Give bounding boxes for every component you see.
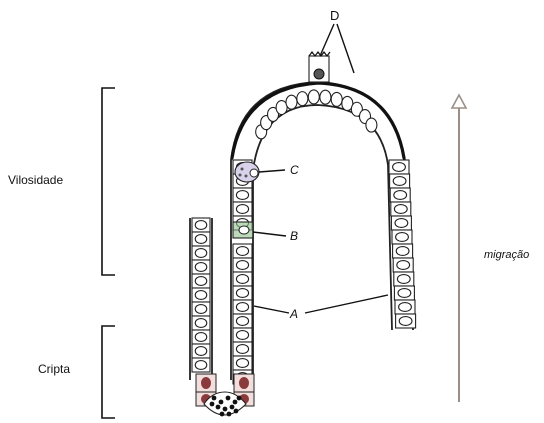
epithelial-cell [233, 286, 252, 300]
epithelial-cell [391, 202, 411, 216]
label-d-leader-left [320, 24, 334, 56]
epithelial-cell [192, 232, 210, 246]
epithelial-cell [392, 230, 412, 244]
stem-cell-nucleus [219, 400, 224, 405]
stem-cell-nucleus [227, 412, 232, 417]
epithelial-cell [192, 274, 210, 288]
stem-cell-nucleus [210, 402, 215, 407]
stem-cell-nucleus [220, 412, 225, 417]
stem-cell-nucleus [223, 407, 228, 412]
migration-arrow-icon [452, 95, 466, 402]
label-a: A [289, 307, 298, 321]
epithelial-cell [390, 188, 410, 202]
epithelial-cell [192, 260, 210, 274]
label-d: D [330, 8, 339, 23]
epithelial-cell-nucleus [308, 90, 319, 104]
label-c: C [290, 163, 299, 177]
epithelial-cell-nucleus [331, 92, 342, 106]
label-a-leader-left [254, 306, 289, 313]
label-d-leader-right [337, 24, 354, 73]
stem-cell-nucleus [216, 405, 221, 410]
epithelial-cell-nucleus [366, 118, 377, 132]
epithelial-cell [233, 202, 252, 216]
stem-cell-nucleus [230, 405, 235, 410]
epithelial-cell [393, 244, 413, 258]
enteroendocrine-cell [233, 222, 253, 238]
cripta-bracket [102, 326, 115, 418]
vilosidade-label: Vilosidade [8, 173, 63, 187]
goblet-cell [235, 162, 259, 182]
epithelial-cell [394, 272, 414, 286]
label-b: B [290, 229, 298, 243]
epithelial-cell [233, 328, 252, 342]
epithelial-cell [393, 258, 413, 272]
epithelial-cell [192, 246, 210, 260]
epithelial-cell [233, 342, 252, 356]
epithelial-cell [233, 314, 252, 328]
epithelial-cell-nucleus [286, 95, 297, 109]
epithelial-cell [233, 244, 252, 258]
vilosidade-bracket [102, 88, 115, 275]
label-b-leader [253, 232, 286, 236]
epithelial-cell [389, 160, 409, 174]
migracao-label: migração [484, 249, 529, 261]
epithelial-cell [192, 344, 210, 358]
stem-cell-nucleus [237, 396, 242, 401]
epithelial-cell [395, 300, 415, 314]
epithelial-cell [233, 258, 252, 272]
epithelial-cell [233, 300, 252, 314]
cripta-label: Cripta [38, 362, 70, 376]
epithelial-cell [233, 356, 252, 370]
epithelial-cell [233, 188, 252, 202]
crypt-left-cells [192, 218, 210, 372]
epithelial-cell [192, 302, 210, 316]
epithelial-cell [390, 174, 410, 188]
label-c-leader [259, 170, 285, 172]
label-a-leader-right [305, 295, 388, 313]
villus-cells [233, 90, 377, 384]
epithelial-cell [396, 314, 416, 328]
epithelial-cell [192, 316, 210, 330]
epithelial-cell-nucleus [297, 92, 308, 106]
epithelial-cell [192, 218, 210, 232]
stem-cell-nucleus [234, 409, 239, 414]
epithelial-cell [394, 286, 414, 300]
epithelial-cell [192, 330, 210, 344]
stem-cell-nucleus [212, 396, 217, 401]
epithelial-cell [233, 272, 252, 286]
extruding-cell [309, 52, 330, 82]
stem-cell-nucleus [226, 396, 231, 401]
villus-right-cells [389, 160, 416, 328]
stem-cell-nucleus [233, 400, 238, 405]
epithelium-walls [190, 82, 413, 380]
epithelial-cell-nucleus [320, 90, 331, 104]
epithelial-cell [192, 358, 210, 372]
epithelial-cell [391, 216, 411, 230]
epithelial-cell [192, 288, 210, 302]
